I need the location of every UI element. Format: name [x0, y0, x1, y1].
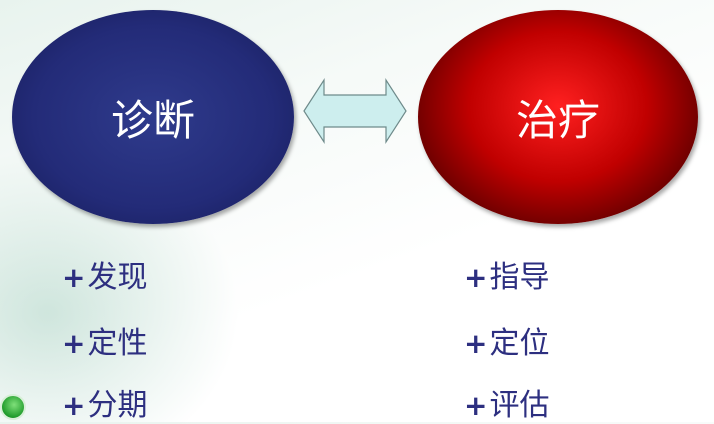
diagnosis-ellipse: 诊断 — [12, 10, 294, 224]
plus-icon: + — [62, 261, 86, 294]
list-item: +分期 — [62, 380, 147, 424]
treatment-ellipse: 治疗 — [418, 10, 698, 224]
item-label: 评估 — [489, 388, 550, 423]
list-item: +发现 — [62, 252, 147, 296]
plus-icon: + — [62, 327, 86, 360]
item-label: 指导 — [489, 260, 550, 295]
plus-icon: + — [464, 389, 488, 422]
double-arrow-icon — [303, 77, 407, 145]
diagnosis-title: 诊断 — [110, 95, 195, 145]
list-item: +定性 — [62, 318, 147, 362]
list-item: +定位 — [464, 318, 549, 362]
item-label: 定位 — [489, 326, 550, 361]
diagnosis-list: +发现 +定性 +分期 — [62, 0, 262, 424]
plus-icon: + — [62, 389, 86, 422]
treatment-title: 治疗 — [515, 95, 600, 145]
item-label: 定性 — [87, 326, 148, 361]
treatment-list: +指导 +定位 +评估 — [464, 0, 664, 424]
list-item: +指导 — [464, 252, 549, 296]
green-bullet-icon — [0, 394, 26, 420]
item-label: 分期 — [87, 388, 148, 423]
item-label: 发现 — [87, 260, 148, 295]
list-item: +评估 — [464, 380, 549, 424]
plus-icon: + — [464, 327, 488, 360]
plus-icon: + — [464, 261, 488, 294]
